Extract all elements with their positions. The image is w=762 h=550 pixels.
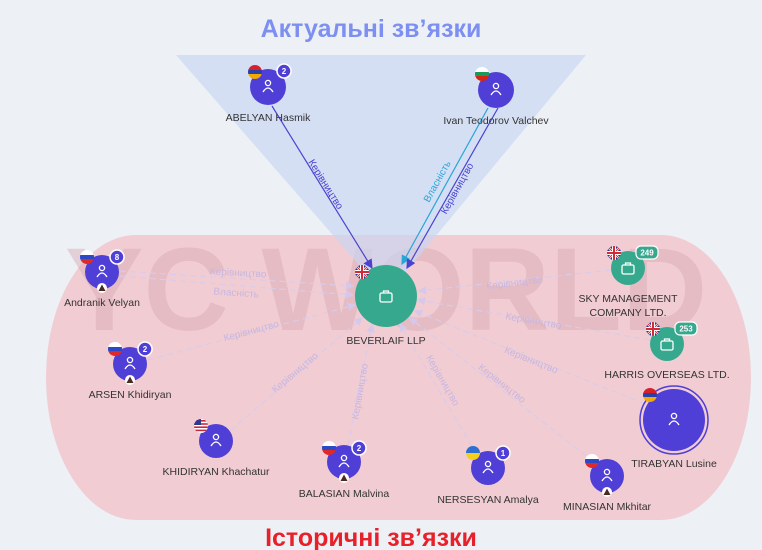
node-label: TIRABYAN Lusine xyxy=(631,458,717,470)
edge[interactable] xyxy=(147,302,357,361)
node-label: MINASIAN Mkhitar xyxy=(563,501,652,513)
node-label: BEVERLAIF LLP xyxy=(346,335,425,347)
edge[interactable] xyxy=(401,107,489,266)
count-badge: 249 xyxy=(640,249,654,258)
flag-ua-icon xyxy=(466,446,480,460)
edge[interactable] xyxy=(406,107,499,270)
node-ivan-valchev[interactable]: Ivan Teodorov Valchev xyxy=(443,67,549,127)
node-andranik-velyan[interactable]: 8 Andranik Velyan xyxy=(64,249,140,309)
count-badge: 1 xyxy=(501,449,506,458)
node-sky-management[interactable]: 249 SKY MANAGEMENT COMPANY LTD. xyxy=(579,246,679,319)
node-nersesyan-amalya[interactable]: 1 NERSESYAN Amalya xyxy=(437,445,539,506)
flag-gb-icon xyxy=(607,246,621,260)
node-label: Ivan Teodorov Valchev xyxy=(443,115,549,127)
flag-am-icon xyxy=(643,388,657,402)
node-label: KHIDIRYAN Khachatur xyxy=(163,466,270,478)
flag-bg-icon xyxy=(475,67,489,81)
node-minasian-mkhitar[interactable]: MINASIAN Mkhitar xyxy=(563,454,652,513)
edge[interactable] xyxy=(271,105,373,270)
node-harris-overseas[interactable]: 253 HARRIS OVERSEAS LTD. xyxy=(604,322,730,381)
flag-ru-icon xyxy=(585,454,599,468)
node-khidiryan-khachatur[interactable]: KHIDIRYAN Khachatur xyxy=(163,419,270,478)
count-badge: 8 xyxy=(115,253,120,262)
flag-ru-icon xyxy=(322,441,336,455)
edge[interactable] xyxy=(413,309,646,405)
node-label: SKY MANAGEMENT xyxy=(579,293,679,305)
flag-ru-icon xyxy=(108,342,122,356)
node-label: BALASIAN Malvina xyxy=(299,488,390,500)
sanction-icon xyxy=(97,283,107,293)
historical-relations-title: Історичні зв’язки xyxy=(265,524,477,550)
node-label: COMPANY LTD. xyxy=(589,307,666,319)
edge-label: Власність xyxy=(213,286,259,300)
edge-label: Керівництво xyxy=(210,267,268,281)
node-balasian-malvina[interactable]: 2 BALASIAN Malvina xyxy=(299,440,390,500)
node-label: NERSESYAN Amalya xyxy=(437,494,538,506)
node-abelyan-hasmik[interactable]: 2 ABELYAN Hasmik xyxy=(226,63,312,124)
edge[interactable] xyxy=(417,269,612,295)
historical-edges xyxy=(119,269,651,463)
node-label: Andranik Velyan xyxy=(64,297,140,309)
count-badge: 2 xyxy=(282,67,287,76)
node-label: ARSEN Khidiryan xyxy=(89,389,172,401)
count-badge: 253 xyxy=(679,325,693,334)
edge[interactable] xyxy=(119,270,355,290)
node-beverlaif-llp[interactable]: BEVERLAIF LLP xyxy=(346,265,426,347)
count-badge: 2 xyxy=(357,444,362,453)
edge[interactable] xyxy=(409,317,595,463)
node-arsen-khidiryan[interactable]: 2 ARSEN Khidiryan xyxy=(89,341,172,401)
flag-am-icon xyxy=(248,65,262,79)
flag-ru-icon xyxy=(80,250,94,264)
sanction-icon xyxy=(125,375,135,385)
count-badge: 2 xyxy=(143,345,148,354)
node-label: HARRIS OVERSEAS LTD. xyxy=(604,369,729,381)
edge[interactable] xyxy=(119,275,355,299)
flag-us-icon xyxy=(194,419,208,433)
edge[interactable] xyxy=(230,317,363,431)
node-tirabyan-lusine[interactable]: TIRABYAN Lusine xyxy=(631,385,717,470)
current-relations-title: Актуальні зв’язки xyxy=(261,15,482,43)
edge[interactable] xyxy=(399,322,478,456)
edge[interactable] xyxy=(347,323,375,446)
node-label: ABELYAN Hasmik xyxy=(226,112,312,124)
flag-gb-icon xyxy=(646,322,660,336)
sanction-icon xyxy=(339,473,349,483)
flag-gb-icon xyxy=(355,265,369,279)
sanction-icon xyxy=(602,487,612,497)
